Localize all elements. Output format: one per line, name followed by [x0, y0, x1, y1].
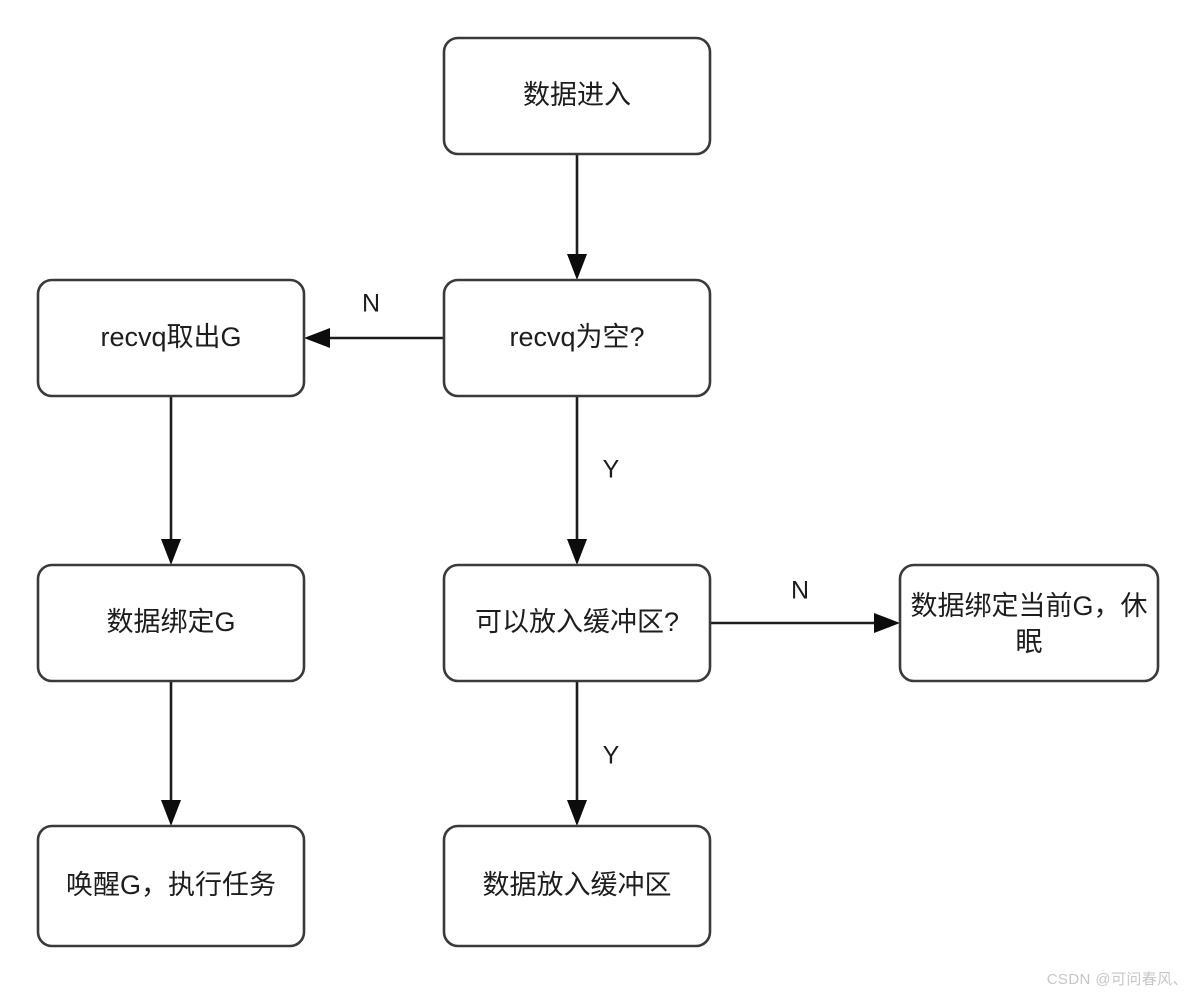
edge-recvq-empty-no: N: [304, 290, 444, 348]
arrowhead-icon: [567, 254, 587, 280]
node-bind-data-g[interactable]: 数据绑定G: [36, 563, 306, 683]
edge-bind-to-wake: [161, 681, 181, 826]
node-label-bind-current-g-sleep-line2: 眠: [1016, 627, 1043, 657]
node-shape[interactable]: [442, 824, 712, 948]
edge-recvq-empty-yes: Y: [567, 396, 620, 565]
arrowhead-icon: [567, 539, 587, 565]
node-data-enter[interactable]: 数据进入: [442, 36, 712, 156]
edge-label-n-buffer: N: [791, 577, 809, 605]
arrowhead-icon: [161, 539, 181, 565]
node-label-wake-g-run-task: 唤醒G，执行任务: [66, 870, 276, 900]
node-label-data-into-buffer: 数据放入缓冲区: [483, 870, 672, 900]
node-can-put-buffer[interactable]: 可以放入缓冲区?: [442, 563, 712, 683]
node-wake-g-run-task[interactable]: 唤醒G，执行任务: [36, 824, 306, 948]
node-shape[interactable]: [442, 563, 712, 683]
arrowhead-icon: [161, 800, 181, 826]
node-data-into-buffer[interactable]: 数据放入缓冲区: [442, 824, 712, 948]
arrowhead-icon: [874, 613, 900, 633]
arrowhead-icon: [567, 800, 587, 826]
edge-label-y-buffer: Y: [603, 742, 620, 770]
node-shape[interactable]: [442, 278, 712, 398]
edge-buffer-yes: Y: [567, 681, 620, 826]
node-shape[interactable]: [36, 278, 306, 398]
node-shape[interactable]: [898, 563, 1160, 683]
node-bind-current-g-sleep[interactable]: 数据绑定当前G，休 眠: [898, 563, 1160, 683]
node-recvq-pop-g[interactable]: recvq取出G: [36, 278, 306, 398]
edge-enter-to-recvq: [567, 154, 587, 280]
node-label-can-put-buffer: 可以放入缓冲区?: [475, 607, 679, 637]
node-label-bind-current-g-sleep-line1: 数据绑定当前G，休: [910, 591, 1147, 621]
node-label-data-enter: 数据进入: [523, 80, 631, 110]
csdn-watermark: CSDN @可问春风、: [1046, 971, 1188, 988]
node-shape[interactable]: [36, 824, 306, 948]
node-recvq-empty[interactable]: recvq为空?: [442, 278, 712, 398]
node-label-recvq-pop-g: recvq取出G: [100, 322, 241, 352]
arrowhead-icon: [304, 328, 330, 348]
edge-label-y-recvq: Y: [603, 456, 620, 484]
node-shape[interactable]: [36, 563, 306, 683]
edge-buffer-no: N: [710, 577, 900, 633]
node-label-bind-data-g: 数据绑定G: [106, 607, 235, 637]
edge-pop-g-to-bind: [161, 396, 181, 565]
node-shape[interactable]: [442, 36, 712, 156]
node-label-recvq-empty: recvq为空?: [509, 322, 644, 352]
edge-label-n-recvq: N: [362, 290, 380, 318]
